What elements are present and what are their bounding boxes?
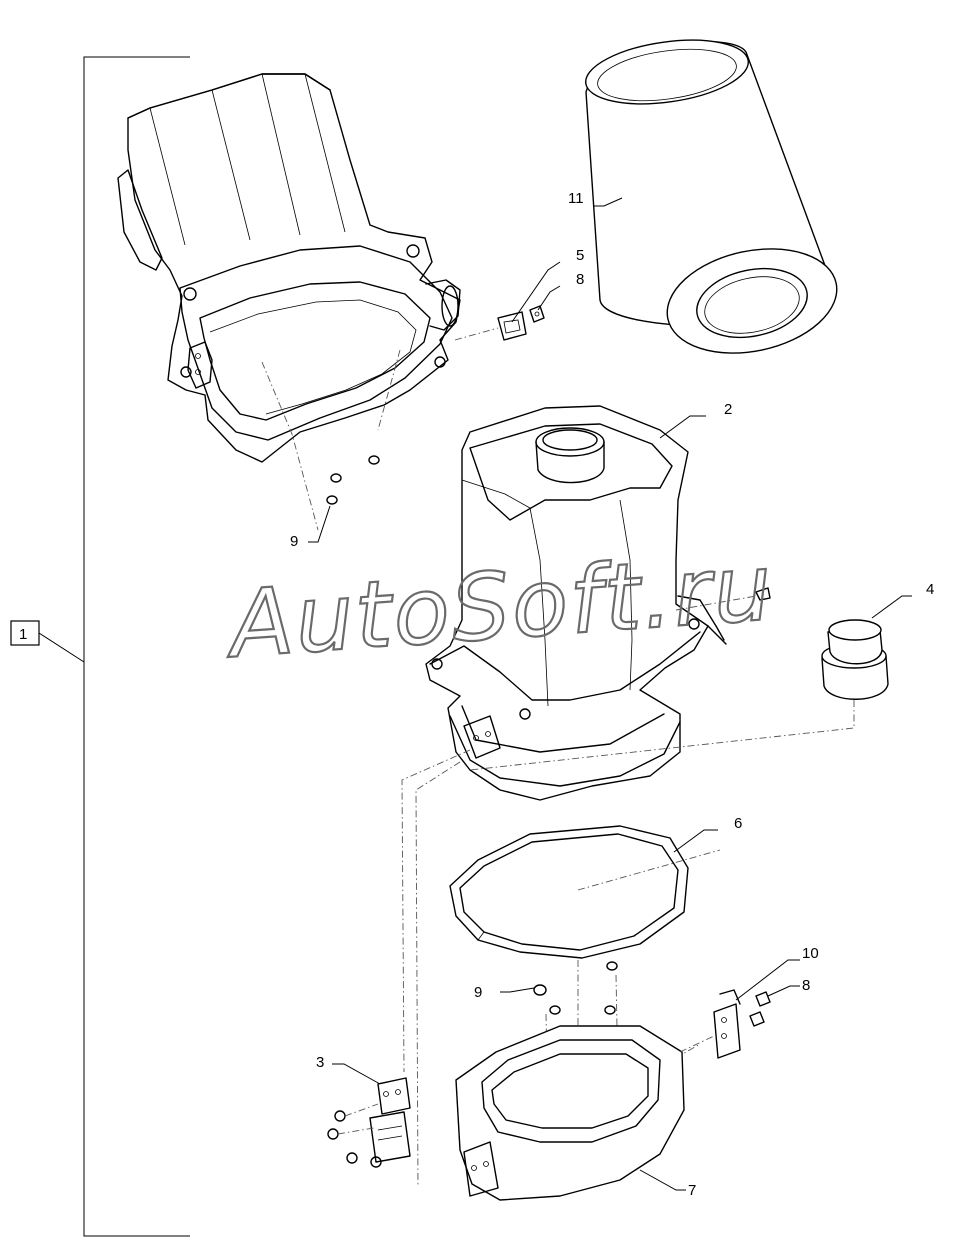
callout-1: 1 (19, 626, 27, 643)
upper-housing (117, 73, 461, 463)
callout-5: 5 (576, 247, 584, 264)
callout-2: 2 (724, 401, 732, 418)
assembly-bracket (10, 56, 190, 1237)
callout-8-lower: 8 (802, 977, 810, 994)
clip-10 (679, 989, 771, 1059)
callout-labels: 1 2 3 4 5 6 7 8 8 9 9 10 11 (19, 190, 934, 1199)
leader-lines (308, 197, 912, 1191)
callout-3: 3 (316, 1054, 324, 1071)
callout-11: 11 (568, 190, 584, 207)
vacuator-cap (469, 619, 889, 771)
callout-8-upper: 8 (576, 271, 584, 288)
callout-7: 7 (688, 1182, 696, 1199)
callout-9-upper: 9 (290, 533, 298, 550)
callout-6: 6 (734, 815, 742, 832)
main-housing (425, 405, 771, 801)
clip-5 (454, 305, 545, 341)
callout-9-lower: 9 (474, 984, 482, 1001)
gasket (449, 825, 689, 959)
callout-4: 4 (926, 581, 934, 598)
watermark: AutoSoft.ru (222, 534, 777, 679)
clip-3 (327, 1077, 411, 1168)
washers-9 (326, 455, 618, 1015)
dust-bowl (455, 1025, 685, 1201)
callout-10: 10 (802, 945, 819, 962)
filter-element (584, 39, 838, 354)
